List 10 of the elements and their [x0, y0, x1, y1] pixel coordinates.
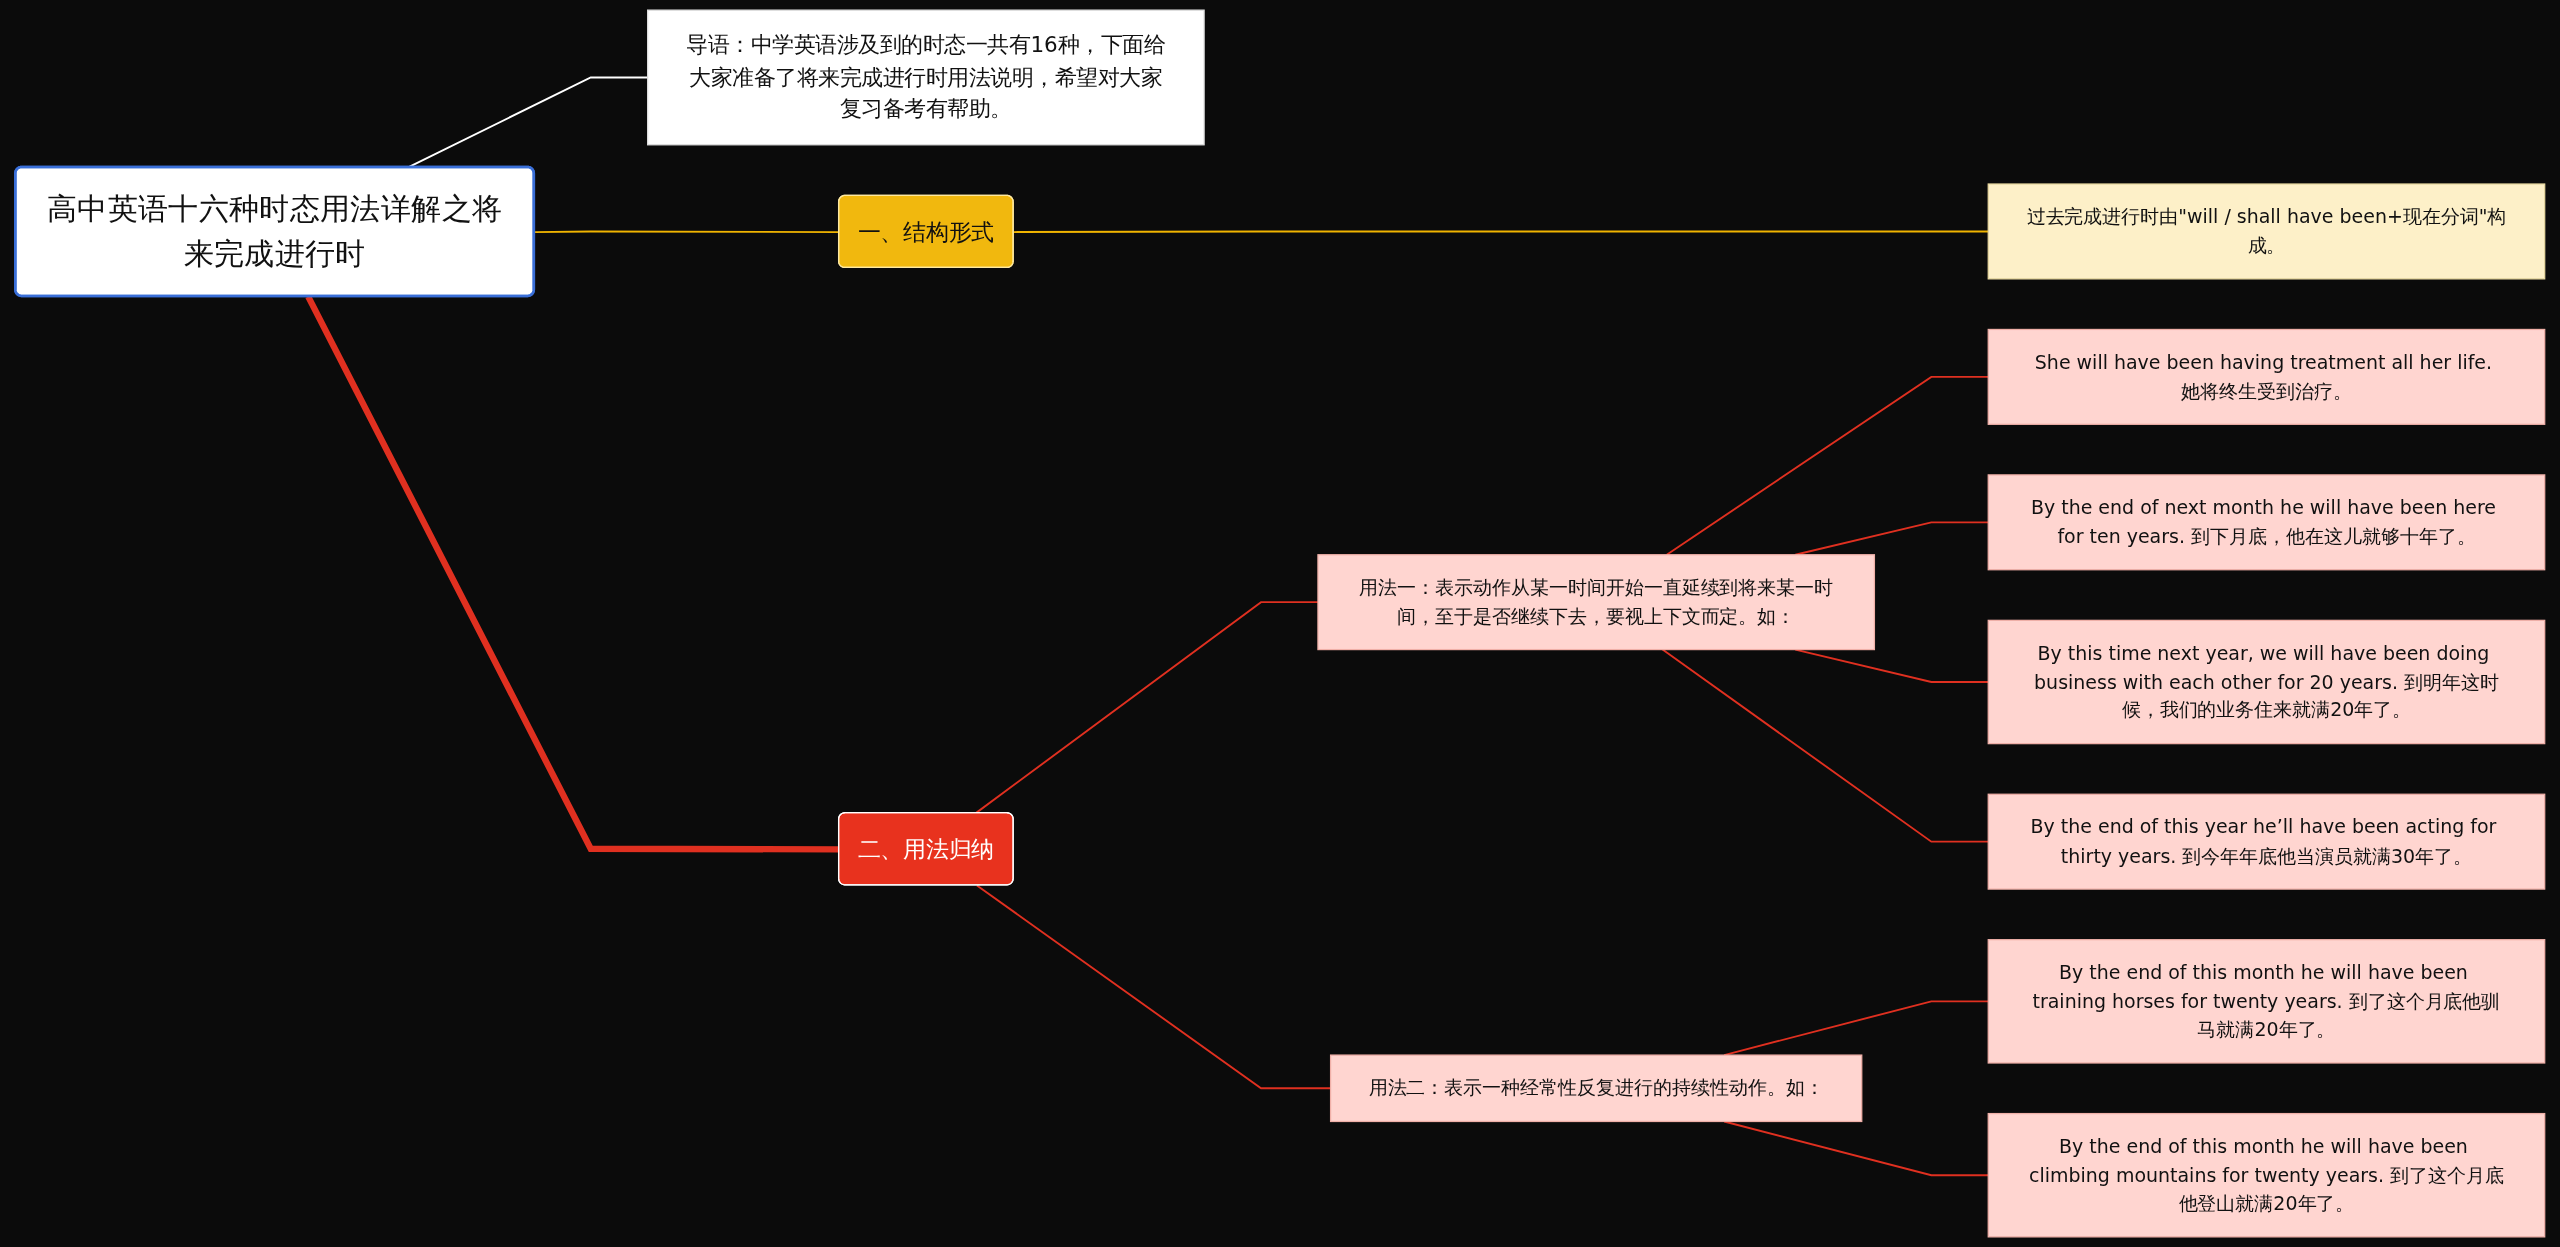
node-box: 用法一：表示动作从某一时间开始一直延续到将来某一时间，至于是否继续下去，要视上下文而定。如： [1317, 554, 1876, 651]
node-box: By the end of this year he’ll have been acting for thirty years. 到今年年底他当演员就满30年了。 [1987, 793, 2546, 890]
node-box: By this time next year, we will have been doing business with each other for 20 years. 到明年这时候，我们的业务住来就满20年了。 [1987, 619, 2546, 745]
node-box: By the end of next month he will have been here for ten years. 到下月底，他在这儿就够十年了。 [1987, 474, 2546, 571]
node-box: 过去完成进行时由"will / shall have been+现在分词"构成。 [1987, 183, 2546, 280]
node-box: 用法二：表示一种经常性反复进行的持续性动作。如： [1329, 1054, 1863, 1123]
node-box: By the end of this month he will have been climbing mountains for twenty years. 到了这个月底他登山就满20年了。 [1987, 1112, 2546, 1238]
node-box: She will have been having treatment all her life. 她将终生受到治疗。 [1987, 328, 2546, 425]
node-box: 导语：中学英语涉及到的时态一共有16种，下面给大家准备了将来完成进行时用法说明，希望对大家复习备考有帮助。 [647, 9, 1205, 146]
node-box: By the end of this month he will have been training horses for twenty years. 到了这个月底他驯马就满20年了。 [1987, 939, 2546, 1064]
